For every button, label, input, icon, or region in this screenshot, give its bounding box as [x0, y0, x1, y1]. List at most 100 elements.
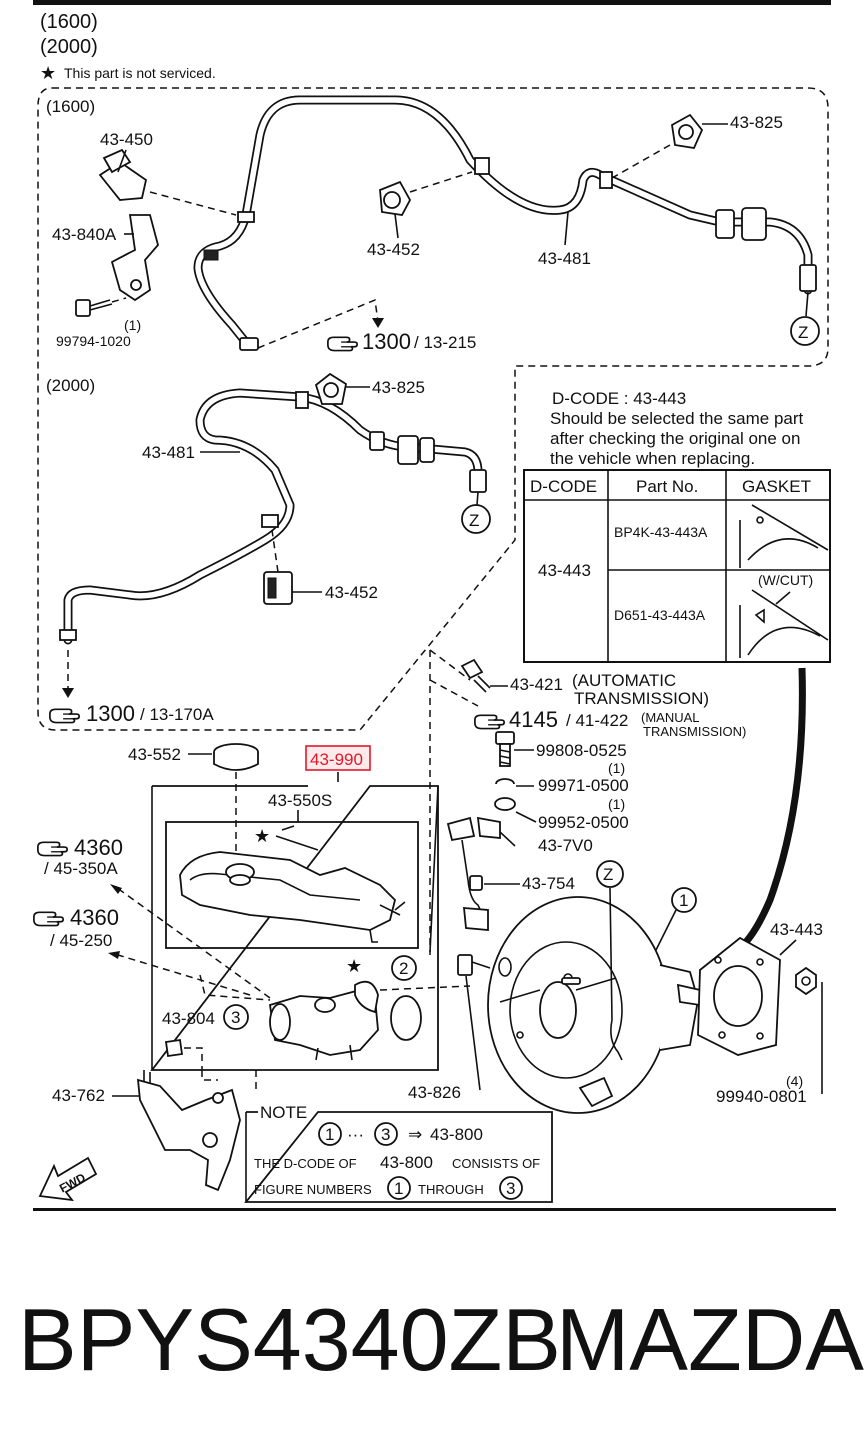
label-automatic-1: (AUTOMATIC [572, 671, 676, 690]
reservoir-43-550s-icon [179, 851, 406, 943]
ref-1300-2000: 1300 [86, 701, 135, 726]
hose-clip-2000-b [261, 514, 279, 528]
label-43-452-2000: 43-452 [325, 583, 378, 602]
bolt-99808-icon [495, 731, 515, 767]
label-43-550s: 43-550S [268, 791, 332, 810]
figure-3-circle [223, 1004, 249, 1030]
label-43-840a: 43-840A [52, 225, 117, 244]
note-box: NOTE 1 ··· 3 ⇒ 43-800 THE D-CODE OF 43-8… [244, 1103, 553, 1203]
dash-43-452-1600 [409, 171, 473, 193]
dash-43-804 [184, 1047, 203, 1070]
label-43-450: 43-450 [100, 130, 153, 149]
fwd-arrow-icon: FWD [38, 1156, 98, 1202]
leader-z-1600 [805, 291, 809, 317]
dcode-table-frame [523, 469, 831, 663]
hose-grommet-1600-b [741, 207, 767, 241]
table-header-dcode: D-CODE [530, 477, 597, 496]
hose-clip-1600-c [599, 171, 613, 189]
label-43-990[interactable]: 43-990 [310, 750, 363, 769]
note-title: NOTE [260, 1103, 307, 1122]
label-z-2000: Z [469, 511, 479, 530]
qty-99971: (1) [608, 760, 625, 776]
dash-manual-ref [429, 679, 479, 707]
dcode-note-line3: after checking the original one on [550, 429, 800, 448]
label-fig-3: 3 [231, 1008, 240, 1027]
ref-45-350a: / 45-350A [44, 859, 118, 878]
switch-43-7v0-icon [446, 816, 501, 931]
note-formula-b: 3 [381, 1125, 390, 1144]
leader-table-to-gasket [737, 667, 806, 951]
dash-43-762 [201, 1070, 218, 1081]
ref-41-422: / 41-422 [566, 711, 628, 730]
label-manual-1: (MANUAL [641, 710, 700, 725]
qty-99952: (1) [608, 796, 625, 812]
footer-brand: MAZDA [556, 1290, 864, 1389]
panel-1600-title: (1600) [46, 97, 95, 116]
leader-fig-1 [655, 909, 677, 951]
hose-clip-1600-a [237, 211, 255, 223]
label-43-481-1600: 43-481 [538, 249, 591, 268]
label-99940-0801: 99940-0801 [716, 1087, 807, 1106]
label-43-452-1600: 43-452 [367, 240, 420, 259]
bolt-99794-icon [75, 299, 113, 317]
ref-13-170a: / 13-170A [140, 705, 214, 724]
hose-end-2000 [469, 469, 487, 493]
circle-z-icon [461, 504, 491, 534]
dash-99794 [111, 297, 127, 303]
pointing-hand-icon [473, 714, 506, 730]
note-formula-part: 43-800 [430, 1125, 483, 1144]
star-icon: ★ [346, 956, 362, 976]
bracket-43-762-icon [136, 1070, 241, 1192]
label-43-443: 43-443 [770, 920, 823, 939]
grommet-43-804-icon [164, 1038, 184, 1058]
note-line2-b: 43-800 [380, 1153, 433, 1172]
label-43-826: 43-826 [408, 1083, 461, 1102]
leader-43-450 [117, 149, 127, 173]
dcode-note-line1: D-CODE : 43-443 [552, 389, 686, 408]
label-z-lower: Z [603, 865, 613, 884]
clip-43-825-2000-icon [314, 372, 348, 405]
highlight-43-990[interactable] [305, 745, 371, 771]
hose-clip-2000-c [369, 431, 385, 451]
label-43-481-2000: 43-481 [142, 443, 195, 462]
label-99794-1020: 99794-1020 [56, 333, 131, 349]
note-circle-3 [374, 1122, 398, 1146]
hose-grommet-1600-a [715, 209, 735, 239]
ref-4360-a: 4360 [74, 835, 123, 860]
label-fig-2: 2 [399, 959, 408, 978]
arrow-head-4360-a [110, 884, 122, 894]
table-header-partno: Part No. [636, 477, 698, 496]
note-line2-a: THE D-CODE OF [254, 1156, 357, 1171]
note-box-frame [244, 1111, 553, 1203]
circle-z-icon [790, 316, 820, 346]
note-formula-arrow: ⇒ [408, 1125, 422, 1144]
figure-1-circle [671, 887, 697, 913]
dash-43-825-1600 [611, 144, 671, 179]
label-43-825-2000: 43-825 [372, 378, 425, 397]
pin-unserviced-icon [275, 825, 319, 851]
not-serviced-note: This part is not serviced. [64, 65, 216, 81]
ref-4360-b: 4360 [70, 905, 119, 930]
bracket-hole [130, 279, 142, 291]
box-right-diag [429, 785, 439, 953]
arrow-head-1300-2000 [62, 688, 74, 698]
seal-ring-icon [390, 995, 422, 1041]
master-cylinder-box [150, 785, 439, 1071]
hose-clip-1600-b [474, 157, 490, 175]
dash-43-450 [149, 191, 237, 216]
arrow-head-1300-1600 [372, 318, 384, 328]
dash-ref-1300-1600 [257, 298, 379, 349]
hose-1600 [193, 95, 817, 351]
top-rule [33, 0, 831, 5]
label-43-754: 43-754 [522, 874, 575, 893]
hose-clip-2000-a [295, 391, 309, 409]
part-43-840a-icon [110, 214, 159, 302]
table-cell-gasket-note: (W/CUT) [758, 572, 813, 588]
circle-z-icon [596, 860, 624, 888]
label-99971-0500: 99971-0500 [538, 776, 629, 795]
hose-grommet-2000-a [397, 435, 419, 465]
label-99952-0500: 99952-0500 [538, 813, 629, 832]
note-circle-1 [318, 1122, 342, 1146]
label-43-421: 43-421 [510, 675, 563, 694]
